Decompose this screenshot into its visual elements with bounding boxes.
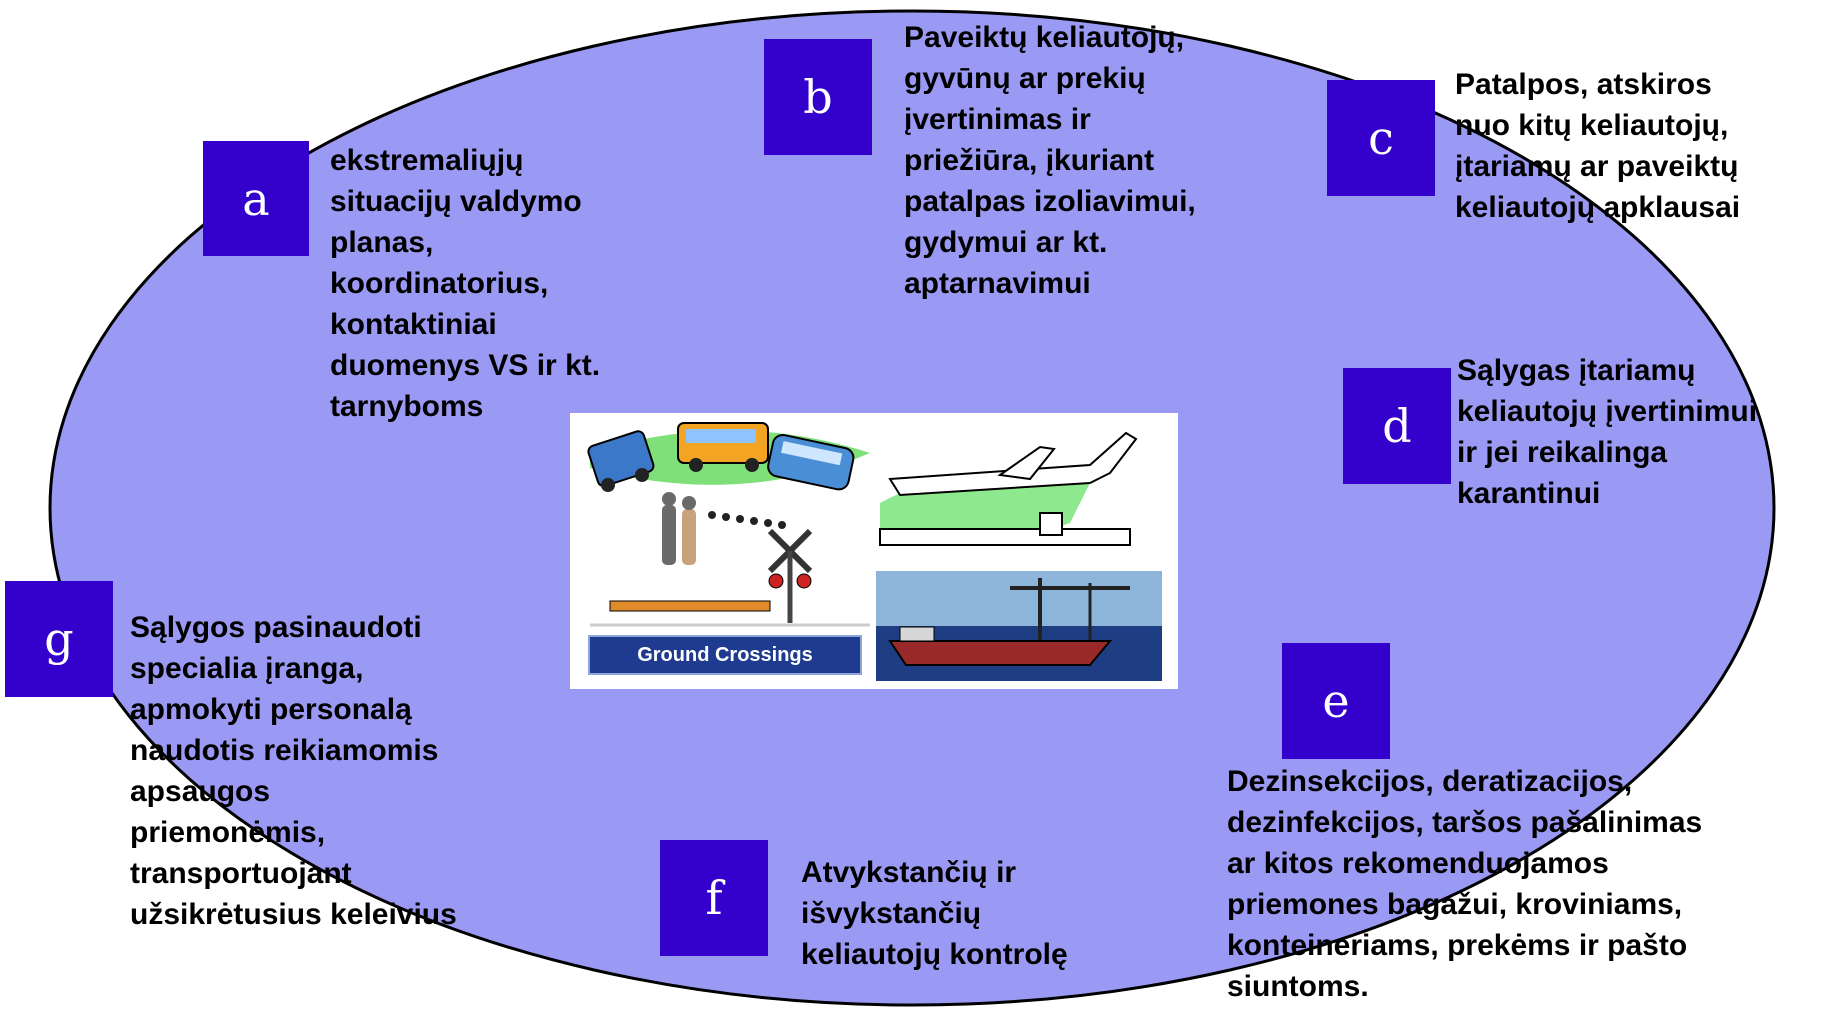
label-box-b: b (764, 39, 872, 155)
bus-icon (677, 422, 769, 472)
item-f-text: Atvykstančių ir išvykstančių keliautojų … (801, 856, 1068, 971)
item-e-text: Dezinsekcijos, deratizacijos, dezinfekci… (1227, 765, 1703, 1003)
label-box-g: g (5, 581, 113, 697)
label-box-a: a (203, 141, 309, 256)
label-box-c: c (1327, 80, 1435, 196)
item-c-text: Patalpos, atskiros nuo kitų keliautojų, … (1455, 68, 1741, 224)
item-b-text: Paveiktų keliautojų, gyvūnų ar prekių įv… (904, 21, 1196, 300)
truck-icon (587, 430, 655, 492)
airplane-icon (879, 431, 1138, 546)
item-a-text: ekstremaliųjų situacijų valdymo planas, … (330, 144, 601, 423)
ship-icon (876, 571, 1162, 681)
image-caption: Ground Crossings (588, 635, 862, 675)
item-g-text: Sąlygos pasinaudoti specialia įranga, ap… (130, 611, 457, 931)
people-icon (662, 492, 786, 565)
item-d-text: Sąlygas įtariamų keliautojų įvertinimui … (1457, 354, 1758, 510)
ground-crossings-image: Ground Crossings (570, 413, 1178, 689)
crossing-icon (590, 528, 870, 627)
label-box-f: f (660, 840, 768, 956)
label-box-e: e (1282, 643, 1390, 759)
label-box-d: d (1343, 368, 1451, 484)
train-icon (767, 433, 855, 491)
